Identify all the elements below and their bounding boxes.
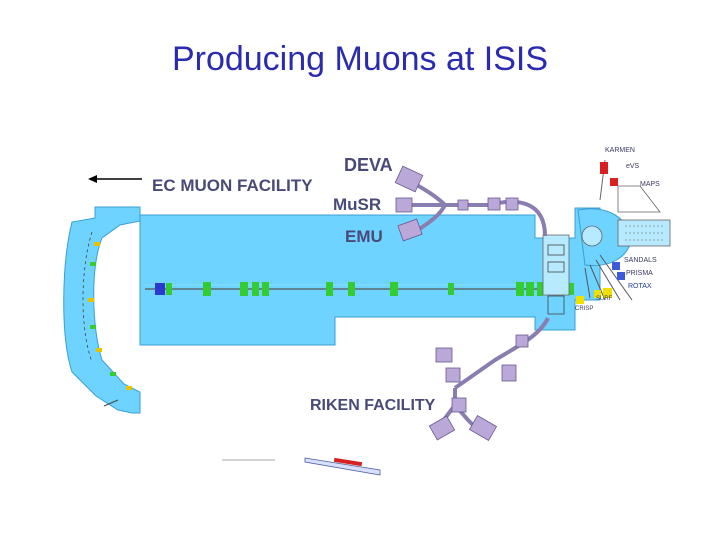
label-deva: DEVA	[344, 155, 393, 175]
proton-line-segment	[222, 457, 381, 476]
label-crisp: CRISP	[575, 306, 593, 312]
riken-beamline	[428, 317, 550, 441]
label-emu: EMU	[345, 227, 383, 246]
synchrotron-ring	[63, 206, 141, 414]
slide-title: Producing Muons at ISIS	[171, 40, 549, 78]
label-karmen: KARMEN	[605, 147, 635, 154]
label-musr: MuSR	[333, 195, 381, 214]
label-sandals: SANDALS	[624, 257, 657, 264]
target-station	[542, 159, 671, 315]
direction-arrow	[88, 175, 142, 183]
upper-beamlines	[394, 165, 547, 242]
label-prisma: PRISMA	[626, 270, 653, 277]
beamline-magnets	[155, 282, 574, 296]
label-evs: eVS	[626, 163, 640, 170]
label-rotax: ROTAX	[628, 283, 652, 290]
label-ec-muon-facility: EC MUON FACILITY	[152, 176, 313, 195]
label-riken-facility: RIKEN FACILITY	[310, 397, 436, 414]
label-surf: SURF	[596, 296, 613, 302]
label-maps: MAPS	[640, 181, 660, 188]
